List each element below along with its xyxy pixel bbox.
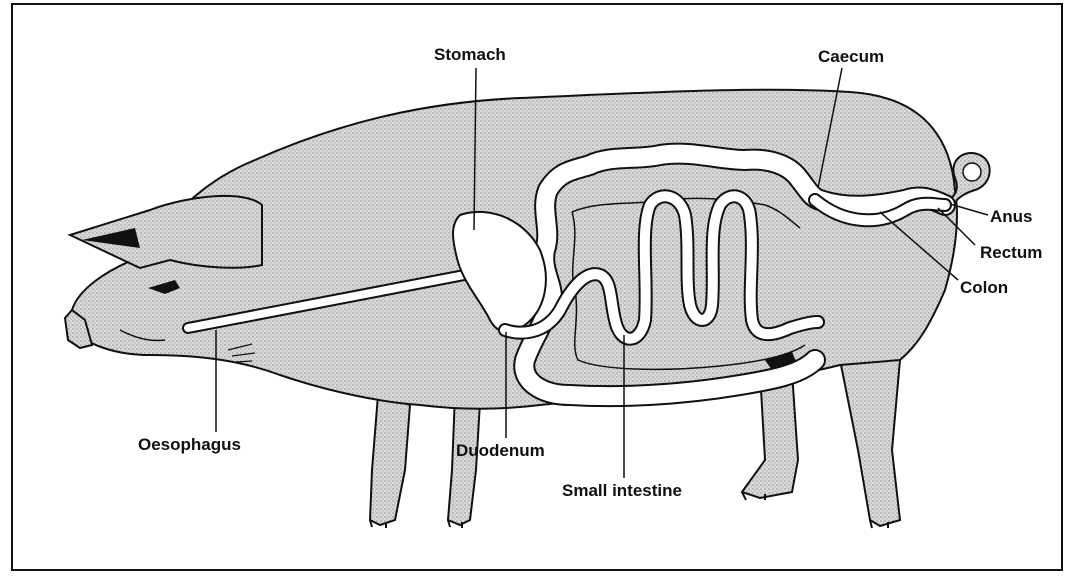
front-leg-right xyxy=(448,395,480,525)
tail-curl xyxy=(963,163,981,181)
caecum-label: Caecum xyxy=(818,47,884,66)
stomach-label: Stomach xyxy=(434,45,506,64)
ear xyxy=(70,196,262,268)
hind-leg-right xyxy=(840,360,900,526)
front-leg-left xyxy=(370,395,410,525)
oesophagus-label: Oesophagus xyxy=(138,435,241,454)
small-intestine-label: Small intestine xyxy=(562,481,682,500)
colon-label: Colon xyxy=(960,278,1008,297)
anus-label: Anus xyxy=(990,207,1033,226)
rectum-label: Rectum xyxy=(980,243,1042,262)
duodenum-label: Duodenum xyxy=(456,441,545,460)
